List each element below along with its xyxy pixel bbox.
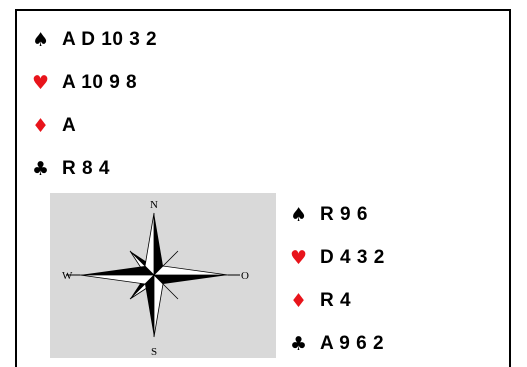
north-hearts-row: ♥ A 10 9 8 — [32, 71, 137, 95]
north-spades-row: ♠ A D 10 3 2 — [32, 28, 157, 52]
spade-icon: ♠ — [32, 29, 62, 51]
diamond-icon: ♦ — [32, 115, 62, 137]
north-clubs-cards: R 8 4 — [62, 158, 110, 180]
north-clubs-row: ♣ R 8 4 — [32, 157, 110, 181]
diamond-icon: ♦ — [290, 290, 320, 312]
east-clubs-row: ♣ A 9 6 2 — [290, 332, 384, 356]
compass-west-label: W — [62, 270, 73, 282]
north-diamonds-cards: A — [62, 115, 76, 137]
north-spades-cards: A D 10 3 2 — [62, 29, 157, 51]
compass-rose: N S W O — [50, 193, 276, 358]
club-icon: ♣ — [32, 158, 62, 180]
heart-icon: ♥ — [32, 72, 62, 94]
east-clubs-cards: A 9 6 2 — [320, 333, 384, 355]
heart-icon: ♥ — [290, 247, 320, 269]
east-hearts-row: ♥ D 4 3 2 — [290, 246, 385, 270]
east-spades-row: ♠ R 9 6 — [290, 203, 368, 227]
club-icon: ♣ — [290, 333, 320, 355]
east-diamonds-row: ♦ R 4 — [290, 289, 351, 313]
compass-east-label: O — [241, 270, 249, 282]
east-diamonds-cards: R 4 — [320, 290, 351, 312]
compass-north-label: N — [150, 199, 158, 211]
north-hearts-cards: A 10 9 8 — [62, 72, 137, 94]
east-spades-cards: R 9 6 — [320, 204, 368, 226]
east-hearts-cards: D 4 3 2 — [320, 247, 385, 269]
compass-rose-icon: N S W O — [50, 193, 276, 358]
spade-icon: ♠ — [290, 204, 320, 226]
compass-south-label: S — [151, 346, 157, 358]
north-diamonds-row: ♦ A — [32, 114, 76, 138]
